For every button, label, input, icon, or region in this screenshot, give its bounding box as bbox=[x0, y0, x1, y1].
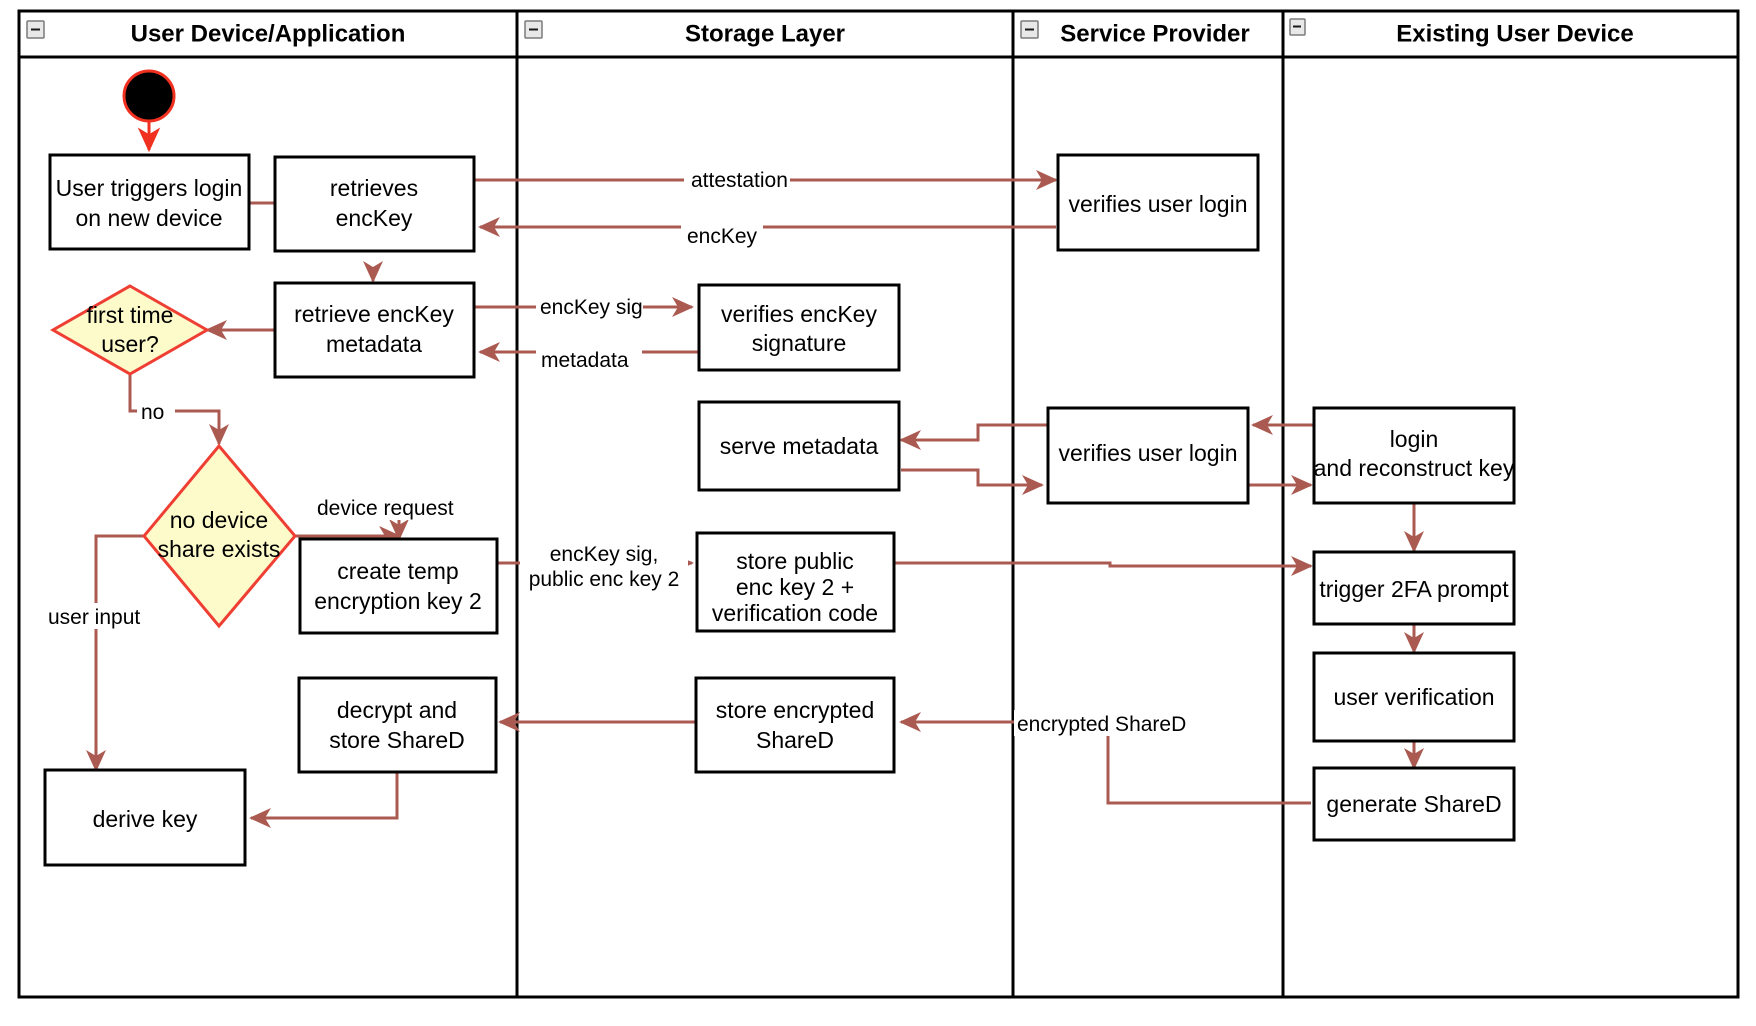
node-label: trigger 2FA prompt bbox=[1319, 576, 1509, 602]
node-generate-shared[interactable]: generate ShareD bbox=[1312, 766, 1516, 842]
node-label: encryption key 2 bbox=[314, 588, 481, 614]
node-label: signature bbox=[752, 330, 847, 356]
node-label: verifies encKey bbox=[721, 301, 877, 327]
decision-label: no device bbox=[170, 507, 268, 533]
node-label: metadata bbox=[326, 331, 422, 357]
node-decrypt-and-store-shared[interactable]: decrypt and store ShareD bbox=[297, 676, 498, 774]
node-label: enc key 2 + bbox=[736, 574, 854, 600]
node-label: decrypt and bbox=[337, 697, 457, 723]
svg-text:device request: device request bbox=[317, 497, 454, 520]
node-label: verifies user login bbox=[1059, 440, 1238, 466]
svg-text:no: no bbox=[141, 401, 164, 424]
lane-header-storage-layer[interactable]: Storage Layer bbox=[524, 20, 845, 47]
svg-text:attestation: attestation bbox=[691, 169, 788, 192]
node-label: derive key bbox=[93, 806, 198, 832]
svg-text:encrypted ShareD: encrypted ShareD bbox=[1017, 713, 1186, 736]
lane-header-existing-user-device[interactable]: Existing User Device bbox=[1289, 18, 1634, 47]
node-label: and reconstruct key bbox=[1314, 455, 1515, 481]
lane-header-service-provider[interactable]: Service Provider bbox=[1020, 20, 1250, 47]
node-first-time-user[interactable]: first time user? bbox=[49, 284, 211, 376]
node-derive-key[interactable]: derive key bbox=[43, 768, 247, 867]
node-verifies-enckey-signature[interactable]: verifies encKey signature bbox=[697, 283, 901, 372]
edge-label-metadata: metadata bbox=[536, 346, 642, 372]
node-retrieves-enckey[interactable]: retrieves encKey bbox=[273, 155, 476, 253]
node-label: store encrypted bbox=[716, 697, 875, 723]
edge-label-attestation: attestation bbox=[684, 168, 790, 192]
node-label: on new device bbox=[75, 205, 222, 231]
edge-serve-metadata-in bbox=[899, 423, 1048, 450]
node-label: ShareD bbox=[756, 727, 834, 753]
decision-label: share exists bbox=[158, 536, 281, 562]
edge-user-input bbox=[86, 534, 144, 772]
node-label: retrieves bbox=[330, 175, 418, 201]
node-create-temp-encryption-key-2[interactable]: create temp encryption key 2 bbox=[298, 537, 499, 635]
node-no-device-share-exists[interactable]: no device share exists bbox=[142, 443, 297, 629]
node-label: User triggers login bbox=[56, 175, 243, 201]
decision-label: user? bbox=[101, 331, 159, 357]
lane-header-user-device[interactable]: User Device/Application bbox=[26, 20, 406, 47]
node-verifies-user-login-mid[interactable]: verifies user login bbox=[1046, 406, 1250, 505]
node-label: serve metadata bbox=[720, 433, 879, 459]
node-label: store public bbox=[736, 548, 854, 574]
edge-label-enckey: encKey bbox=[681, 222, 763, 248]
svg-text:metadata: metadata bbox=[541, 349, 629, 372]
edge-label-user-input: user input bbox=[44, 603, 154, 629]
node-login-and-reconstruct-key[interactable]: login and reconstruct key bbox=[1312, 406, 1516, 505]
node-label: store ShareD bbox=[329, 727, 465, 753]
node-serve-metadata[interactable]: serve metadata bbox=[697, 400, 901, 492]
edge-store-to-2fa bbox=[895, 556, 1313, 576]
lane-title-user-device: User Device/Application bbox=[131, 20, 406, 47]
lane-title-existing-user-device: Existing User Device bbox=[1396, 20, 1633, 47]
svg-text:user input: user input bbox=[48, 606, 140, 629]
node-label: login bbox=[1390, 426, 1439, 452]
node-trigger-2fa-prompt[interactable]: trigger 2FA prompt bbox=[1312, 550, 1516, 626]
node-label: create temp bbox=[337, 558, 458, 584]
node-label: verification code bbox=[712, 600, 878, 626]
lane-title-service-provider: Service Provider bbox=[1060, 20, 1249, 47]
node-label: user verification bbox=[1333, 684, 1494, 710]
edge-serve-metadata-out bbox=[901, 468, 1044, 495]
svg-text:public enc key 2: public enc key 2 bbox=[529, 568, 680, 591]
decision-label: first time bbox=[87, 302, 174, 328]
node-store-public-enc-key-2[interactable]: store public enc key 2 + verification co… bbox=[695, 531, 896, 633]
node-start[interactable] bbox=[122, 69, 176, 123]
node-label: encKey bbox=[336, 205, 413, 231]
node-label: verifies user login bbox=[1069, 191, 1248, 217]
edge-label-no: no bbox=[137, 400, 175, 424]
svg-text:encKey sig: encKey sig bbox=[540, 296, 643, 319]
node-label: retrieve encKey bbox=[294, 301, 454, 327]
node-user-verification[interactable]: user verification bbox=[1312, 651, 1516, 743]
edge-label-enckey-sig-public: encKey sig, public enc key 2 bbox=[520, 540, 688, 591]
lane-title-storage-layer: Storage Layer bbox=[685, 20, 845, 47]
node-store-encrypted-shared[interactable]: store encrypted ShareD bbox=[694, 676, 896, 774]
edge-encrypted-shared bbox=[899, 712, 1311, 805]
edge-label-device-request: device request bbox=[313, 496, 461, 520]
swimlane-frame bbox=[17, 9, 1740, 999]
node-retrieve-enckey-metadata[interactable]: retrieve encKey metadata bbox=[273, 281, 476, 379]
svg-text:encKey sig,: encKey sig, bbox=[550, 543, 659, 566]
node-verifies-user-login-top[interactable]: verifies user login bbox=[1056, 153, 1260, 252]
edge-decrypt-to-derive bbox=[249, 770, 399, 828]
node-user-triggers-login[interactable]: User triggers login on new device bbox=[48, 153, 251, 251]
node-label: generate ShareD bbox=[1326, 791, 1501, 817]
edge-label-encrypted-shared: encrypted ShareD bbox=[1014, 710, 1186, 736]
svg-text:encKey: encKey bbox=[687, 225, 758, 248]
edge-label-enckey-sig: encKey sig bbox=[536, 295, 643, 319]
edge-labels: attestation encKey encKey sig metadata n… bbox=[44, 168, 1186, 736]
